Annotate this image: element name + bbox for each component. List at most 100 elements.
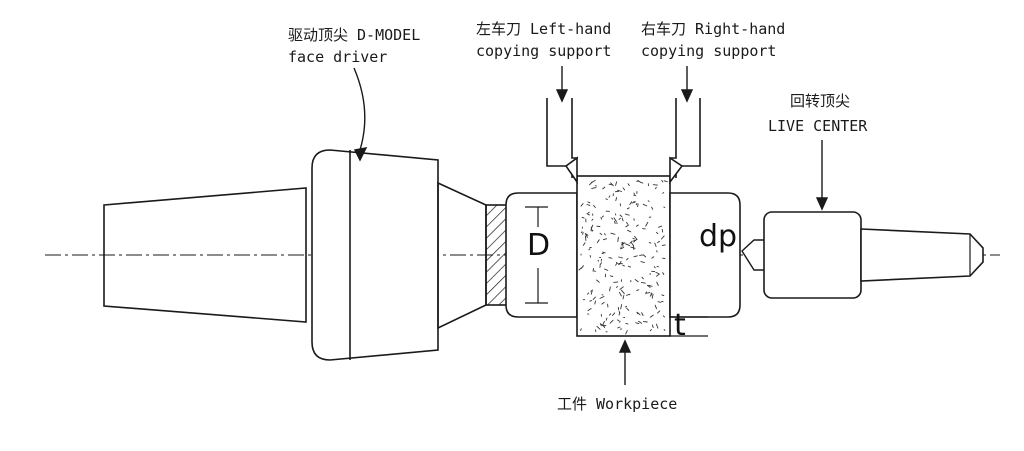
- speckle: [633, 194, 637, 197]
- speckle: [599, 232, 603, 235]
- speckle: [656, 250, 658, 253]
- speckle: [610, 232, 616, 235]
- speckle: [615, 263, 618, 266]
- speckle: [656, 231, 659, 235]
- speckle: [618, 312, 621, 316]
- speckle: [640, 261, 645, 264]
- speckle: [626, 257, 629, 261]
- speckle: [582, 242, 586, 246]
- speckle: [618, 291, 622, 297]
- speckle: [586, 213, 590, 216]
- speckle: [599, 296, 605, 299]
- speckle: [580, 231, 583, 234]
- speckle: [625, 322, 629, 325]
- speckle: [584, 235, 587, 241]
- speckle: [608, 313, 612, 316]
- speckle: [609, 275, 614, 278]
- speckle: [625, 330, 628, 335]
- speckle: [629, 201, 633, 206]
- driver-taper-shank: [103, 187, 307, 323]
- speckle: [624, 305, 628, 308]
- speckle: [597, 259, 600, 262]
- speckle: [627, 183, 630, 187]
- speckle: [613, 281, 619, 283]
- speckle: [591, 187, 597, 189]
- speckle: [593, 204, 596, 208]
- workpiece-blank: [576, 175, 671, 337]
- speckle: [615, 181, 618, 186]
- speckle: [599, 262, 602, 266]
- speckle: [661, 235, 665, 240]
- speckle: [636, 311, 641, 316]
- speckle: [580, 328, 582, 331]
- speckle: [608, 257, 613, 259]
- speckle: [587, 211, 590, 214]
- speckle: [613, 217, 617, 222]
- speckle: [651, 293, 654, 299]
- driver-body: [311, 149, 439, 361]
- speckle: [596, 279, 600, 283]
- speckle: [649, 329, 652, 332]
- speckle: [630, 246, 636, 249]
- speckle: [591, 218, 594, 221]
- speckle: [588, 248, 591, 251]
- speckle: [601, 301, 605, 305]
- workpiece-label: 工件 Workpiece: [557, 395, 678, 413]
- speckle: [629, 240, 633, 244]
- speckle: [611, 217, 614, 220]
- speckle: [641, 276, 644, 280]
- speckle: [587, 201, 591, 204]
- speckle: [647, 200, 650, 202]
- left-hand-tool: [546, 98, 578, 185]
- speckle: [640, 181, 644, 184]
- arrow-face-driver: [353, 67, 366, 151]
- speckle: [620, 304, 623, 310]
- speckle: [657, 310, 661, 314]
- speckle: [587, 308, 592, 312]
- speckle: [631, 201, 636, 204]
- speckle: [619, 214, 623, 218]
- speckle: [626, 221, 628, 225]
- speckle: [635, 322, 640, 325]
- speckle: [589, 255, 592, 258]
- speckle: [625, 243, 631, 247]
- speckle: [646, 284, 651, 288]
- speckle: [604, 268, 609, 271]
- speckle: [626, 207, 630, 210]
- right-support-label-en: copying support: [641, 42, 777, 60]
- live-center-taper: [860, 228, 984, 282]
- speckle: [584, 233, 588, 238]
- speckle: [638, 320, 643, 324]
- speckle: [578, 267, 582, 271]
- speckle: [602, 320, 605, 326]
- speckle: [657, 301, 662, 303]
- face-driver-label-en: face driver: [288, 48, 388, 66]
- speckle: [609, 286, 611, 292]
- speckle: [612, 312, 616, 316]
- speckle: [642, 203, 648, 207]
- left-support-label-cn: 左车刀 Left-hand: [476, 20, 612, 38]
- speckle: [648, 284, 653, 287]
- speckle: [619, 247, 625, 250]
- speckle: [605, 317, 608, 321]
- speckle: [661, 228, 664, 233]
- speckle: [655, 271, 660, 275]
- speckle: [636, 312, 639, 315]
- speckle: [602, 251, 606, 254]
- speckle: [622, 187, 626, 191]
- speckle: [604, 233, 606, 236]
- speckle: [616, 286, 618, 288]
- speckle: [657, 240, 661, 244]
- speckle: [645, 221, 649, 227]
- speckle: [590, 224, 594, 229]
- speckle: [589, 300, 593, 302]
- speckle: [655, 323, 659, 329]
- speckle: [633, 255, 638, 258]
- speckle: [601, 215, 604, 218]
- speckle: [582, 231, 584, 235]
- speckle: [651, 206, 654, 210]
- speckle: [596, 325, 601, 330]
- speckle: [634, 279, 639, 283]
- speckle: [651, 256, 655, 259]
- speckle: [624, 213, 630, 216]
